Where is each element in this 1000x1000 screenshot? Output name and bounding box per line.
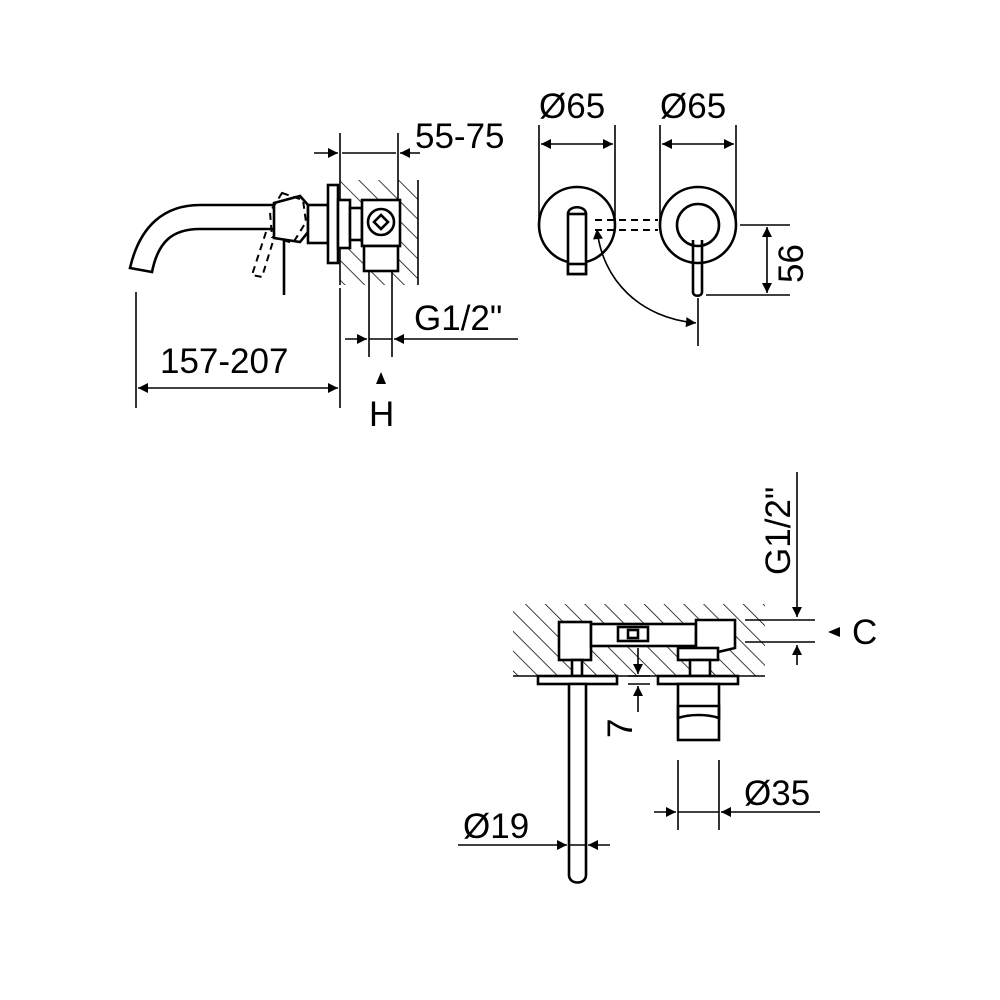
dim-handle-diameter: Ø35 — [654, 760, 820, 830]
side-view-spout — [128, 203, 275, 274]
dim-cover-gap-label: 7 — [601, 719, 640, 738]
rotation-arc — [593, 228, 697, 328]
plan-handle — [676, 682, 721, 742]
dim-spout-diameter: Ø19 — [458, 807, 610, 850]
height-marker-label: H — [369, 395, 394, 434]
dim-rosette-right-label: Ø65 — [660, 87, 726, 126]
cover-marker-label: C — [852, 613, 877, 652]
cover-marker: C — [828, 613, 877, 652]
side-view: 55-75 157-207 G1/2" H — [128, 117, 518, 434]
dim-rosette-left-label: Ø65 — [539, 87, 605, 126]
dim-spout-length-label: 157-207 — [160, 342, 288, 381]
dim-handle-diameter-label: Ø35 — [744, 774, 810, 813]
height-marker: H — [369, 372, 394, 434]
front-view: Ø65 Ø65 56 — [537, 87, 811, 346]
dim-spout-diameter-label: Ø19 — [463, 807, 529, 846]
plan-spout — [567, 682, 588, 884]
plan-view: G1/2" C 7 Ø19 Ø35 — [458, 472, 877, 884]
side-view-lever-alt — [250, 231, 275, 279]
dim-inlet-top: G1/2" — [745, 472, 815, 665]
dim-wall-depth-label: 55-75 — [415, 117, 505, 156]
dim-cover-gap: 7 — [601, 648, 650, 738]
dim-rosette-left: Ø65 — [538, 87, 616, 225]
dim-center-height-label: 56 — [772, 244, 811, 283]
dim-center-height: 56 — [706, 224, 811, 296]
dim-spout-length: 157-207 — [135, 288, 341, 408]
dim-inlet-top-label: G1/2" — [759, 487, 798, 575]
dim-wall-depth: 55-75 — [314, 117, 505, 200]
dim-rosette-right: Ø65 — [659, 87, 737, 225]
dim-inlet-side: G1/2" — [345, 272, 518, 357]
dim-inlet-side-label: G1/2" — [414, 299, 502, 338]
rosette-right — [658, 185, 738, 265]
